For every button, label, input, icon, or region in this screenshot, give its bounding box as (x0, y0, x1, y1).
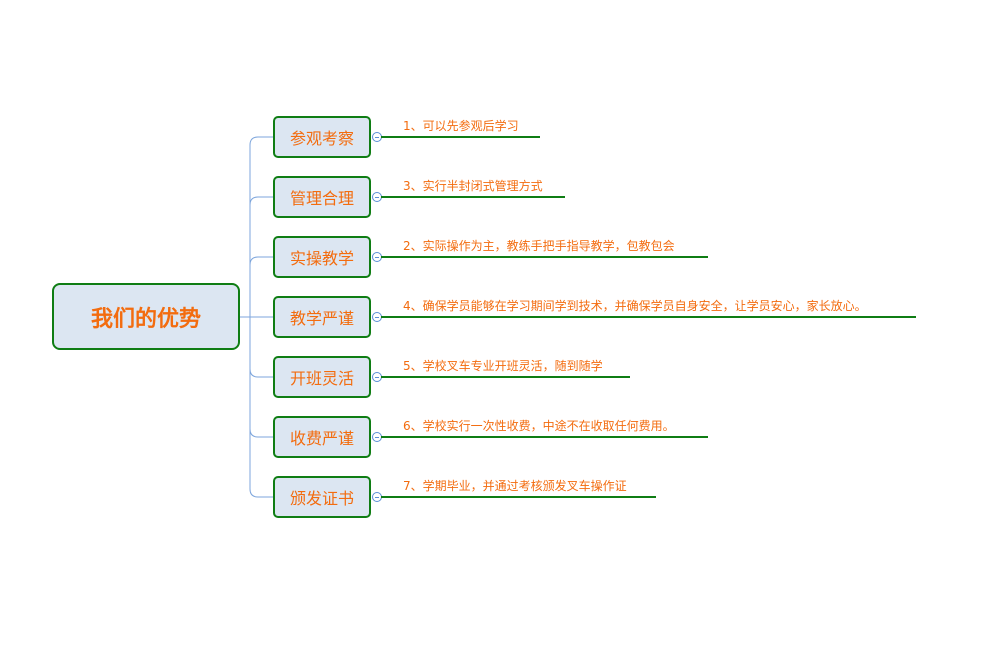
leaf-topic[interactable]: 4、确保学员能够在学习期间学到技术，并确保学员自身安全，让学员安心，家长放心。 (403, 299, 867, 313)
leaf-underline (381, 496, 656, 498)
branch-topic[interactable]: 参观考察 (273, 116, 371, 158)
branch-topic[interactable]: 颁发证书 (273, 476, 371, 518)
branch-topic[interactable]: 收费严谨 (273, 416, 371, 458)
leaf-underline (381, 196, 565, 198)
branch-topic[interactable]: 实操教学 (273, 236, 371, 278)
leaf-topic[interactable]: 2、实际操作为主，教练手把手指导教学，包教包会 (403, 239, 675, 253)
branch-topic[interactable]: 管理合理 (273, 176, 371, 218)
branch-topic[interactable]: 开班灵活 (273, 356, 371, 398)
branch-topic[interactable]: 教学严谨 (273, 296, 371, 338)
leaf-underline (381, 256, 708, 258)
root-topic[interactable]: 我们的优势 (52, 283, 240, 350)
leaf-underline (381, 376, 630, 378)
leaf-topic[interactable]: 5、学校叉车专业开班灵活，随到随学 (403, 359, 603, 373)
leaf-topic[interactable]: 3、实行半封闭式管理方式 (403, 179, 543, 193)
leaf-topic[interactable]: 1、可以先参观后学习 (403, 119, 519, 133)
leaf-topic[interactable]: 6、学校实行一次性收费，中途不在收取任何费用。 (403, 419, 675, 433)
leaf-topic[interactable]: 7、学期毕业，并通过考核颁发叉车操作证 (403, 479, 627, 493)
leaf-underline (381, 436, 708, 438)
leaf-underline (381, 316, 916, 318)
leaf-underline (381, 136, 540, 138)
